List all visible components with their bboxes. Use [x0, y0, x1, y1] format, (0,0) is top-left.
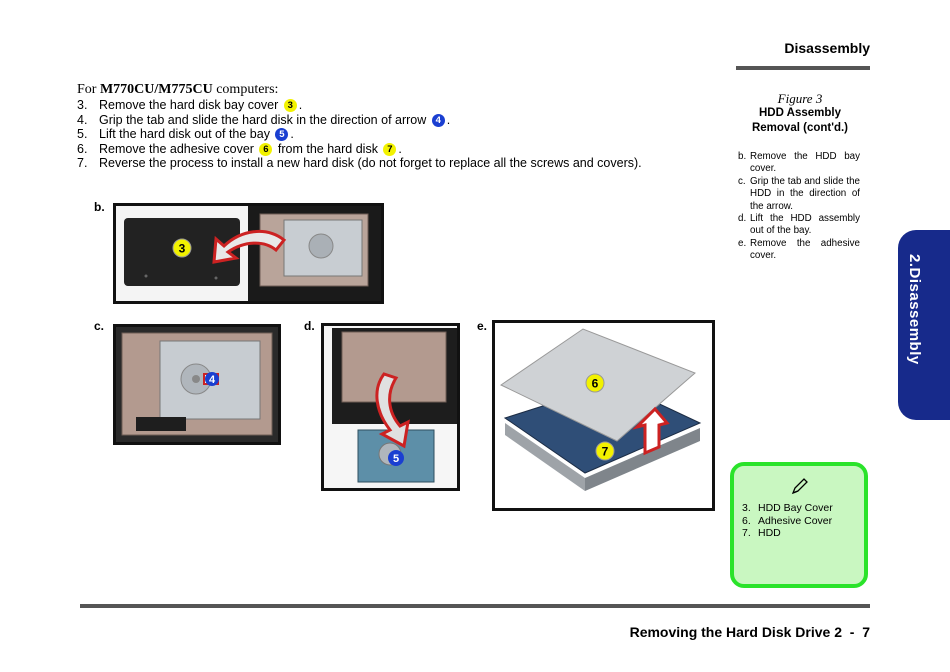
step-list: 3.Remove the hard disk bay cover 3. 4.Gr… [77, 98, 642, 171]
note-number: 3. [742, 502, 751, 514]
note-item: 6. Adhesive Cover [742, 515, 833, 528]
step-text: from the hard disk [274, 141, 382, 156]
note-box: 3. HDD Bay Cover 6. Adhesive Cover 7. HDD [730, 462, 868, 588]
step-text: Remove the hard disk bay cover [99, 98, 282, 112]
step-number: 7. [77, 156, 88, 171]
caption-item: e.Remove the adhesive cover. [738, 238, 860, 263]
step-text: Remove the adhesive cover [99, 141, 258, 156]
step-item: 6. Remove the adhesive cover 6 from the h… [77, 142, 642, 157]
callout-badge: 5 [275, 128, 289, 142]
photo-b: 3 [113, 203, 384, 304]
note-number: 6. [742, 514, 751, 527]
callout-badge: 3 [283, 99, 297, 113]
intro-models: M770CU/M775CU [99, 82, 213, 97]
caption-item: b.Remove the HDD bay cover. [738, 151, 860, 176]
pen-icon [791, 478, 808, 495]
step-number: 6. [77, 141, 88, 156]
caption-text: Grip the tab and slide the HDD in the di… [750, 175, 860, 212]
photo-e-label: e. [477, 319, 488, 333]
step-number: 3. [77, 98, 88, 112]
step-text: Grip the tab and slide the hard disk in … [99, 112, 430, 127]
note-number: 7. [742, 527, 751, 539]
step-text: Reverse the process to install a new har… [99, 156, 642, 171]
callout-3: 3 [179, 242, 186, 256]
photo-e: 6 7 [492, 320, 715, 511]
step-text: . [298, 98, 303, 112]
photo-d-label: d. [304, 319, 315, 333]
figure-title-line: HDD Assembly [758, 107, 842, 119]
step-item: 4. Grip the tab and slide the hard disk i… [77, 113, 642, 128]
intro-line: For M770CU/M775CU computers: [77, 82, 278, 98]
figure-caption-list: b.Remove the HDD bay cover. c. Grip the t… [738, 151, 860, 263]
callout-badge: 7 [383, 142, 397, 156]
step-item: 7. Reverse the process to install a new h… [77, 156, 642, 171]
hdd-slide-image: 4 [116, 327, 278, 442]
figure-title-line: Removal (cont'd.) [751, 122, 849, 134]
step-item: 3. Remove the hard disk bay cover 3. [77, 98, 642, 113]
footer-rule [80, 604, 870, 608]
caption-key: c. [738, 175, 746, 187]
step-number: 5. [77, 127, 88, 142]
callout-badge: 6 [259, 142, 273, 156]
callout-6: 6 [592, 377, 599, 391]
photo-d: 5 [321, 323, 460, 491]
section-title: Disassembly [784, 40, 870, 56]
hdd-lift-image: 5 [324, 326, 457, 488]
note-item: 3. HDD Bay Cover [742, 502, 833, 515]
header-rule [736, 66, 870, 70]
page-number: 2 - 7 [834, 624, 870, 640]
intro-suffix: computers: [212, 82, 279, 97]
step-text: Lift the hard disk out of the bay [99, 127, 274, 142]
callout-badge: 4 [431, 113, 445, 127]
note-text: Adhesive Cover [758, 514, 833, 527]
step-number: 4. [77, 112, 88, 127]
caption-text: Remove the adhesive cover. [750, 237, 860, 262]
caption-text: Remove the HDD bay cover. [750, 151, 860, 175]
note-text: HDD Bay Cover [758, 502, 833, 514]
note-list: 3. HDD Bay Cover 6. Adhesive Cover 7. HDD [742, 502, 833, 540]
note-text: HDD [758, 527, 781, 539]
intro-prefix: For [77, 82, 100, 97]
step-item: 5. Lift the hard disk out of the bay 5. [77, 127, 642, 142]
step-text: . [290, 127, 294, 142]
hdd-bay-cover-image: 3 [116, 206, 381, 301]
step-text: . [398, 141, 402, 156]
chapter-tab[interactable]: 2.Disassembly [898, 230, 950, 420]
caption-item: c. Grip the tab and slide the HDD in the … [738, 176, 860, 213]
caption-key: b. [738, 151, 747, 162]
callout-4: 4 [209, 374, 216, 386]
chapter-tab-label: 2.Disassembly [906, 254, 923, 365]
caption-key: d. [738, 213, 747, 225]
caption-key: e. [738, 237, 747, 249]
photo-b-label: b. [94, 200, 105, 214]
step-text: . [446, 112, 451, 127]
callout-7: 7 [602, 445, 609, 459]
photo-c: 4 [113, 324, 281, 445]
photo-c-label: c. [94, 319, 105, 333]
footer: Removing the Hard Disk Drive 2 - 7 [630, 624, 870, 640]
figure-label: Figure 3 [777, 91, 823, 106]
adhesive-cover-image: 6 7 [495, 323, 712, 508]
callout-5: 5 [393, 453, 399, 465]
caption-item: d.Lift the HDD assembly out of the bay. [738, 213, 860, 238]
note-item: 7. HDD [742, 527, 833, 540]
caption-text: Lift the HDD assembly out of the bay. [750, 213, 860, 237]
footer-title: Removing the Hard Disk Drive [629, 624, 831, 640]
